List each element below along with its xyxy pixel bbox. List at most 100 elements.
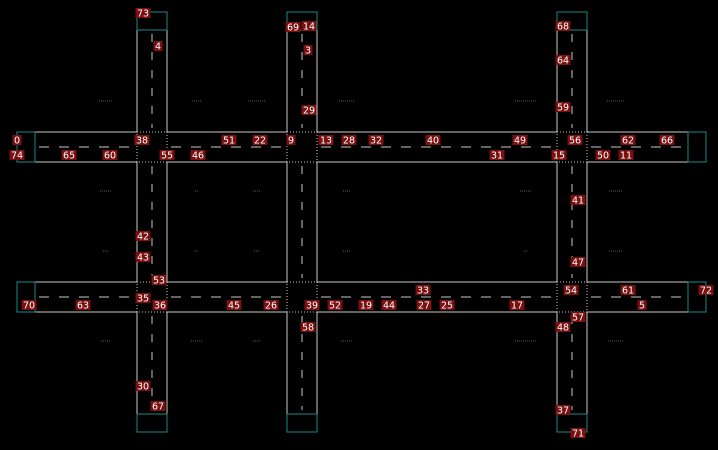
agent-label-44: 44 [381,300,397,312]
agent-label-box [358,300,374,310]
agent-label-55: 55 [159,150,175,162]
agent-label-text: 70 [23,301,35,312]
agent-label-45: 45 [226,300,242,312]
agent-label-text: 48 [557,323,569,334]
agent-label-box [150,401,166,411]
agent-label-text: 50 [597,151,609,162]
agent-label-68: 68 [555,21,571,33]
agent-label-17: 17 [509,300,525,312]
agent-label-4: 4 [153,41,163,53]
agent-label-53: 53 [151,275,167,287]
agent-label-40: 40 [425,135,441,147]
agent-label-text: 59 [557,103,569,114]
intersection [286,281,318,313]
agent-label-text: 46 [192,151,204,162]
agent-label-74: 74 [9,150,25,162]
agent-label-text: 0 [14,136,20,147]
agent-label-text: 57 [572,313,584,324]
agent-label-64: 64 [555,55,571,67]
agent-label-box [263,300,279,310]
agent-label-5: 5 [637,300,647,312]
agent-label-text: 47 [572,258,584,269]
intersection [556,131,588,163]
agent-label-box [620,285,636,295]
agent-label-text: 38 [136,136,148,147]
agent-label-box [9,150,25,160]
agent-label-box [341,135,357,145]
agent-label-58: 58 [300,322,316,334]
agent-label-text: 72 [700,286,712,297]
agent-label-box [190,150,206,160]
agent-label-3: 3 [303,45,313,57]
agent-label-text: 65 [63,151,75,162]
road-terminal [16,281,36,313]
agent-label-text: 27 [418,301,430,312]
intersection [136,131,168,163]
agent-label-box [368,135,384,145]
agent-label-text: 14 [303,22,315,33]
agent-label-box [153,41,163,51]
agent-label-box [698,285,714,295]
agent-label-text: 45 [228,301,240,312]
agent-label-49: 49 [512,135,528,147]
agent-label-15: 15 [551,150,567,162]
agent-label-39: 39 [304,300,320,312]
agent-label-text: 63 [77,301,89,312]
agent-label-box [252,135,268,145]
agent-label-box [555,55,571,65]
agent-label-54: 54 [563,285,579,297]
agent-label-text: 42 [137,232,149,243]
road-terminal [136,11,168,31]
agent-label-56: 56 [567,135,583,147]
agent-label-text: 61 [622,286,634,297]
agent-label-box [570,257,586,267]
agent-label-text: 36 [154,301,166,312]
agent-label-29: 29 [301,105,317,117]
agent-label-41: 41 [570,195,586,207]
agent-label-text: 74 [11,151,23,162]
agent-label-box [381,300,397,310]
agent-label-25: 25 [439,300,455,312]
agent-label-13: 13 [318,135,334,147]
agent-label-box [509,300,525,310]
agent-label-box [555,21,571,31]
agent-label-19: 19 [358,300,374,312]
agent-label-box [102,150,118,160]
road-terminal [16,131,36,163]
agent-label-text: 64 [557,56,569,67]
agent-label-text: 55 [161,151,173,162]
agent-label-box [135,381,151,391]
agent-label-box [489,150,505,160]
agent-label-48: 48 [555,322,571,334]
agent-label-box [221,135,237,145]
agent-label-text: 28 [343,136,355,147]
agent-label-text: 33 [417,286,429,297]
agent-label-text: 73 [137,9,149,20]
agent-label-box [300,322,316,332]
agent-label-61: 61 [620,285,636,297]
agent-label-31: 31 [489,150,505,162]
agent-label-box [551,150,567,160]
agent-label-text: 35 [137,294,149,305]
agent-label-0: 0 [12,135,22,147]
agent-label-26: 26 [263,300,279,312]
agent-label-box [301,105,317,115]
agent-label-box [620,135,636,145]
agent-label-50: 50 [595,150,611,162]
agent-label-38: 38 [134,135,150,147]
agent-label-text: 11 [620,151,632,162]
agent-label-text: 25 [441,301,453,312]
agent-label-text: 51 [223,136,235,147]
agent-label-box [303,45,313,55]
agent-label-71: 71 [570,428,586,440]
agent-label-60: 60 [102,150,118,162]
agent-label-text: 62 [622,136,634,147]
agent-label-52: 52 [327,300,343,312]
road-terminal [687,281,707,313]
agent-label-box [301,21,317,31]
agent-label-text: 9 [288,136,294,147]
agent-label-70: 70 [21,300,37,312]
agent-label-box [425,135,441,145]
agent-label-text: 5 [639,301,645,312]
